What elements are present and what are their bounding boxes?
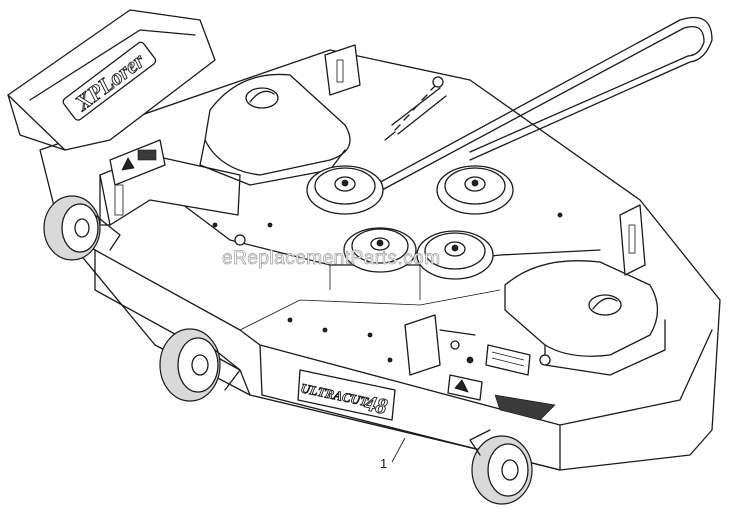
warning-decal-icon (109, 139, 166, 186)
wheel-icon (43, 195, 533, 505)
rear-housing: XPLorer (7, 9, 216, 151)
pulley-left-upper (306, 165, 384, 215)
belt-icon (374, 16, 713, 191)
deck-size-number: 48 (362, 390, 390, 419)
spindle-cover-logo-icon (245, 87, 279, 109)
pulley-right-upper (436, 165, 514, 215)
hardware-holes (212, 212, 563, 364)
rear-upright-brackets (324, 44, 646, 276)
spindle-cover-logo-icon-right (588, 294, 622, 316)
left-spindle-cover (199, 73, 351, 186)
pulley-left-lower (343, 227, 417, 273)
callout-1: 1 (380, 437, 406, 471)
wheel-rear-left (43, 195, 121, 261)
pulley-right-lower (416, 230, 494, 280)
spring-icon (384, 76, 447, 141)
wheel-front-right (469, 429, 533, 505)
wheel-front-left (159, 328, 241, 402)
front-warning-decals (447, 344, 556, 421)
front-bracket (404, 314, 476, 376)
callout-label: 1 (380, 456, 387, 471)
deck-decal: ULTRACUT 48 (297, 369, 396, 421)
watermark-text: eReplacementParts.com (222, 248, 441, 269)
left-bracket (99, 139, 241, 226)
pulley-icon (306, 165, 514, 280)
